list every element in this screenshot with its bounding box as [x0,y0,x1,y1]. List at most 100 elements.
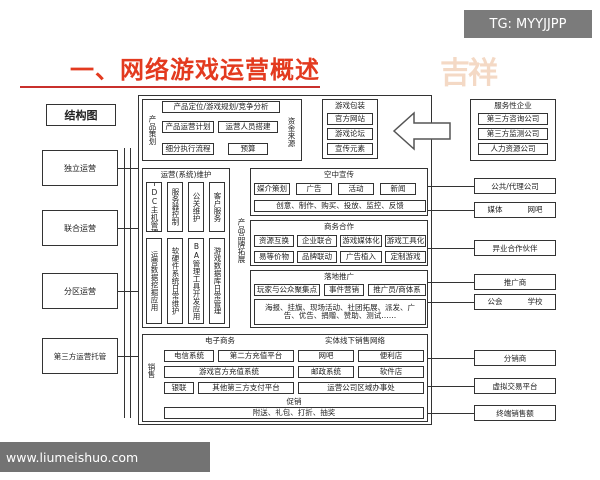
sales-store: 便利店 [358,350,424,362]
ground-gathering: 玩家与公众聚集点 [254,284,320,296]
air-news: 新闻 [380,183,416,195]
game-portal-frame [322,99,378,159]
biz-ad-insert: 广告植入 [340,251,382,263]
connector-line [118,291,138,292]
ops-ba-tools: BA管理工具开发应用 [188,238,204,324]
main-frame [138,95,432,425]
plan-process: 细分执行流程 [162,143,214,155]
air-event: 活动 [338,183,374,195]
ground-event-mkt: 事件营销 [324,284,364,296]
ground-promo-frame [250,270,428,328]
ops-data-mining: 运营数据挖掘应用 [146,238,162,324]
right-partner: 异业合作伙伴 [474,240,556,256]
background-watermark-text: 吉祥 [440,56,498,91]
connector-line [428,358,474,359]
game-portal-title: 游戏包装 [324,101,376,111]
sales-software: 软件店 [358,366,424,378]
biz-title: 商务合作 [252,222,426,232]
service-consulting: 第三方咨询公司 [478,113,548,125]
ops-idc: IDC主机管理 [146,182,162,232]
ground-title: 落地推广 [252,272,426,282]
promo-title: 促销 [164,397,424,406]
plan-staffing: 运营人员搭建 [218,121,278,133]
ops-cs: 客户服务 [209,182,225,232]
ops-db: 游戏数据库日常管理 [209,238,225,324]
connector-line [428,413,474,414]
service-title: 服务性企业 [472,101,554,111]
biz-brand: 品牌联动 [297,251,337,263]
sales-official: 游戏官方充值系统 [164,366,294,378]
capital-source: 资金来源 [284,112,298,152]
ops-frame [142,168,230,328]
url-watermark: www.liumeishuo.com [0,442,210,472]
product-plan-label: 产品策划 [144,101,160,159]
connector-line [428,302,474,303]
ops-hw-sw: 软硬件系统日常维护 [167,238,183,324]
ops-title: 运营(系统)维护 [144,170,228,180]
service-industry-frame [470,99,556,161]
connector-line [124,148,125,418]
ground-promoter: 推广员/商体系 [368,284,426,296]
sales-postal: 邮政系统 [298,366,354,378]
structure-label: 结构图 [46,104,116,126]
right-agency: 公共/代理公司 [474,178,556,194]
right-guild-group [474,294,556,310]
biz-resource: 资源互换 [254,235,294,247]
promo-sub: 附送、礼包、打折、抽奖 [164,407,424,419]
portal-site: 官方网站 [327,113,373,125]
service-monitoring: 第三方监测公司 [478,128,548,140]
biz-media: 游戏媒体化 [340,235,382,247]
slide-title: 一、网络游戏运营概述 [70,56,320,84]
connector-line [428,186,474,187]
connector-line [130,148,131,418]
air-promo-title: 空中宣传 [252,170,426,180]
right-distributor: 分销商 [474,350,556,366]
right-promoter: 推广商 [474,274,556,290]
left-item-zone: 分区运营 [42,273,118,309]
right-media-group [474,202,556,218]
sales-frame [142,334,428,422]
service-hr: 人力资源公司 [478,143,548,155]
sales-netbar: 网吧 [298,350,354,362]
sales-thirdpay: 其他第三方支付平台 [198,382,294,394]
portal-forum: 游戏论坛 [327,128,373,140]
connector-line [118,356,138,357]
left-item-thirdparty: 第三方运营托管 [42,338,118,374]
arrow-left-icon [392,111,451,151]
plan-positioning: 产品定位/游戏规划/竞争分析 [162,101,280,113]
product-expand-label: 产品品牌拓展 [234,200,248,280]
sales-topup: 第二方充值平台 [218,350,294,362]
product-plan-frame [142,99,302,161]
connector-line [118,168,138,169]
biz-tool: 游戏工具化 [385,235,426,247]
biz-exchange: 易等价物 [254,251,294,263]
ops-server: 服务器控制 [167,182,183,232]
biz-custom: 定制游戏 [385,251,426,263]
air-sub: 创意、制作、购买、投放、监控、反馈 [254,200,426,212]
connector-line [428,386,474,387]
right-virtual-trade: 虚拟交易平台 [474,378,556,394]
tg-watermark: TG: MYYJJPP [464,10,592,38]
air-promo-frame [250,168,428,216]
air-media: 媒介策划 [254,183,290,195]
biz-coop-frame [250,220,428,266]
ops-pr: 公关维护 [188,182,204,232]
sales-office: 运营公司区域办事处 [298,382,424,394]
biz-enterprise: 企业联合 [297,235,337,247]
right-guild: 公会 [478,296,512,308]
connector-line [428,210,474,211]
plan-operation: 产品运营计划 [162,121,214,133]
right-media: 媒体 [478,204,512,216]
air-ad: 广告 [296,183,332,195]
right-netbar: 网吧 [518,204,552,216]
plan-budget: 预算 [228,143,268,155]
right-school: 学校 [518,296,552,308]
left-item-joint: 联合运营 [42,210,118,246]
connector-line [428,248,474,249]
right-terminal-sales: 终端销售额 [474,405,556,421]
left-item-independent: 独立运营 [42,150,118,186]
title-underline [20,86,320,88]
offline-title: 实体线下销售网络 [300,336,410,346]
sales-label: 销售 [144,350,158,390]
ecommerce-title: 电子商务 [170,336,270,346]
